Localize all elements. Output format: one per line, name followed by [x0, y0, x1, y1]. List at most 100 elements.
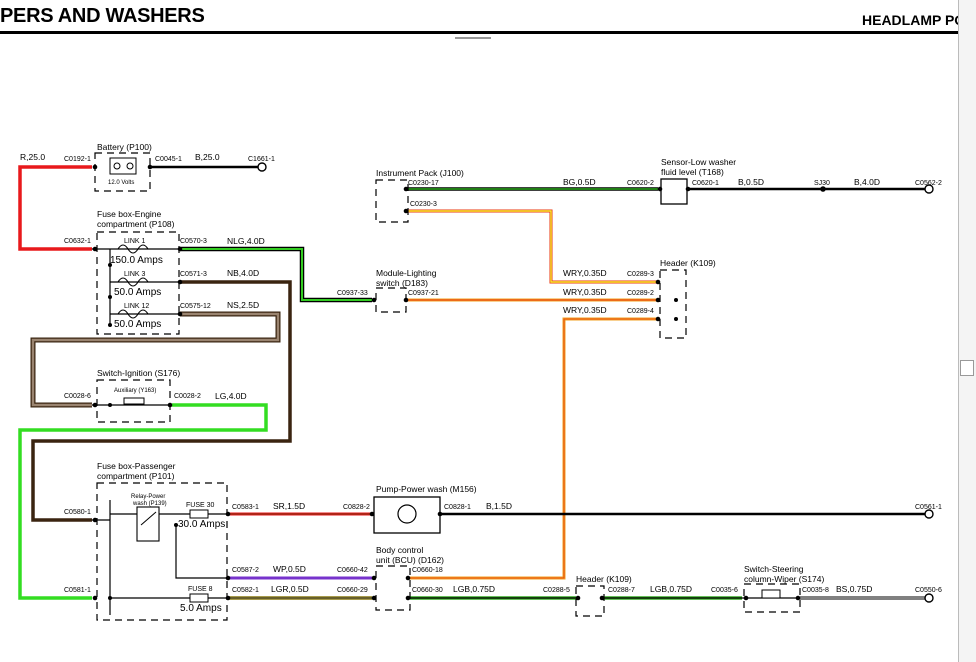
connector-label: C0660-18 [412, 567, 443, 574]
wire-label-wry1: WRY,0.35D [563, 268, 607, 278]
wire-label-b40: B,4.0D [854, 177, 880, 187]
link3-amps: 50.0 Amps [114, 287, 161, 298]
fusebox-engine-label-1: Fuse box-Engine [97, 209, 162, 219]
header-rule [0, 31, 960, 34]
link12-label: LINK 12 [124, 303, 149, 310]
connector-label: C0035-8 [802, 587, 829, 594]
page-title: PERS AND WASHERS [0, 5, 205, 27]
connector-label: C0289-4 [627, 308, 654, 315]
connector-label: C0620-2 [627, 180, 654, 187]
pump-label: Pump-Power wash (M156) [376, 484, 477, 494]
wire-label-wry2: WRY,0.35D [563, 287, 607, 297]
steering-label-2: column-Wiper (S174) [744, 574, 824, 584]
connector-label: C0660-30 [412, 587, 443, 594]
connector-label: C0230-3 [410, 201, 437, 208]
connector-label: C0828-2 [343, 504, 370, 511]
wire-label-ns: NS,2.5D [227, 300, 259, 310]
connector-label: C0828-1 [444, 504, 471, 511]
battery-cell [109, 157, 137, 175]
connector-label: C0660-29 [337, 587, 368, 594]
fusebox-pass-box [96, 482, 228, 621]
connector-label: C0045-1 [155, 156, 182, 163]
wire-lg [18, 403, 268, 600]
fuse30-amps: 30.0 Amps [178, 519, 225, 530]
fuse30-label: FUSE 30 [186, 502, 215, 509]
fuse30-body [189, 509, 209, 519]
connector-label: C0660-42 [337, 567, 368, 574]
connector-label: C0035-6 [711, 587, 738, 594]
connector-label: C0937-21 [408, 290, 439, 297]
wire-wry3 [410, 317, 658, 580]
wires [18, 165, 925, 615]
wire-label-bg: BG,0.5D [563, 177, 596, 187]
connector-label: C0562-2 [915, 180, 942, 187]
header-k109-top-box [659, 269, 687, 339]
next-page-title: HEADLAMP POV [862, 12, 975, 28]
ignition-switch [123, 397, 145, 405]
wire-label-lg: LG,4.0D [215, 391, 247, 401]
auxiliary-label: Auxiliary (Y163) [114, 388, 156, 394]
header-k109-bottom-label: Header (K109) [576, 574, 632, 584]
connector-label: C0288-7 [608, 587, 635, 594]
wire-nb [31, 280, 292, 522]
connector-label: C0583-1 [232, 504, 259, 511]
bcu-box [375, 565, 411, 611]
component-labels: Battery (P100) 12.0 Volts Fuse box-Engin… [97, 142, 824, 614]
wire-label-bs: BS,0.75D [836, 584, 872, 594]
wire-label-b25: B,25.0 [195, 152, 220, 162]
ground-c1661 [257, 162, 267, 172]
header-k109-bottom-box [575, 585, 605, 617]
instrument-label: Instrument Pack (J100) [376, 168, 464, 178]
instrument-box [375, 179, 409, 223]
ground-c0562 [924, 184, 934, 194]
link12-fuse [117, 309, 149, 319]
relay-label-1: Relay-Power [131, 494, 165, 500]
connector-label: C0561-1 [915, 504, 942, 511]
ignition-label: Switch-Ignition (S176) [97, 368, 180, 378]
connector-label: C0288-5 [543, 587, 570, 594]
fuse8-amps: 5.0 Amps [180, 603, 222, 614]
wire-label-b15: B,1.5D [486, 501, 512, 511]
scrollbar-handle[interactable] [960, 360, 974, 376]
bcu-label-2: unit (BCU) (D162) [376, 555, 444, 565]
connector-label: C0580-1 [64, 509, 91, 516]
header-rule-small [455, 37, 491, 39]
steering-box [743, 583, 801, 613]
connector-label: C0230-17 [408, 180, 439, 187]
component-boxes [94, 152, 801, 621]
wire-labels: R,25.0 B,25.0 NLG,4.0D NB,4.0D NS,2.5D L… [20, 152, 880, 594]
bcu-label-1: Body control [376, 545, 423, 555]
connector-labels: C0192-1 C0045-1 C1661-1 C0632-1 C0570-3 … [64, 156, 942, 594]
ground-c0561 [924, 509, 934, 519]
fusebox-pass-label-1: Fuse box-Passenger [97, 461, 176, 471]
wire-label-lgb1: LGB,0.75D [453, 584, 495, 594]
wire-label-b05: B,0.5D [738, 177, 764, 187]
connector-label: C0550-6 [915, 587, 942, 594]
connector-label: C0028-2 [174, 393, 201, 400]
link1-label: LINK 1 [124, 238, 146, 245]
sensor-label-1: Sensor-Low washer [661, 157, 736, 167]
connector-label: C0289-3 [627, 271, 654, 278]
connector-label: C0028-6 [64, 393, 91, 400]
ground-c0550 [924, 593, 934, 603]
connector-label: C0632-1 [64, 238, 91, 245]
wire-label-wp: WP,0.5D [273, 564, 306, 574]
fuse8-body [189, 593, 209, 603]
lighting-box [375, 287, 407, 313]
wire-label-sr: SR,1.5D [273, 501, 305, 511]
connector-label: C0937-33 [337, 290, 368, 297]
fusebox-engine-label-2: compartment (P108) [97, 219, 175, 229]
terminal-dots [92, 164, 826, 601]
wire-wry1 [406, 209, 658, 284]
lighting-label-1: Module-Lighting [376, 268, 437, 278]
wire-label-lgb2: LGB,0.75D [650, 584, 692, 594]
vertical-scrollbar[interactable] [958, 0, 976, 662]
pump-motor [397, 504, 417, 524]
link1-fuse [117, 244, 149, 254]
steering-label-1: Switch-Steering [744, 564, 804, 574]
connector-label: C0192-1 [64, 156, 91, 163]
connector-label: C0570-3 [180, 238, 207, 245]
link1-amps: 150.0 Amps [110, 255, 163, 266]
connector-label: C0575-12 [180, 303, 211, 310]
